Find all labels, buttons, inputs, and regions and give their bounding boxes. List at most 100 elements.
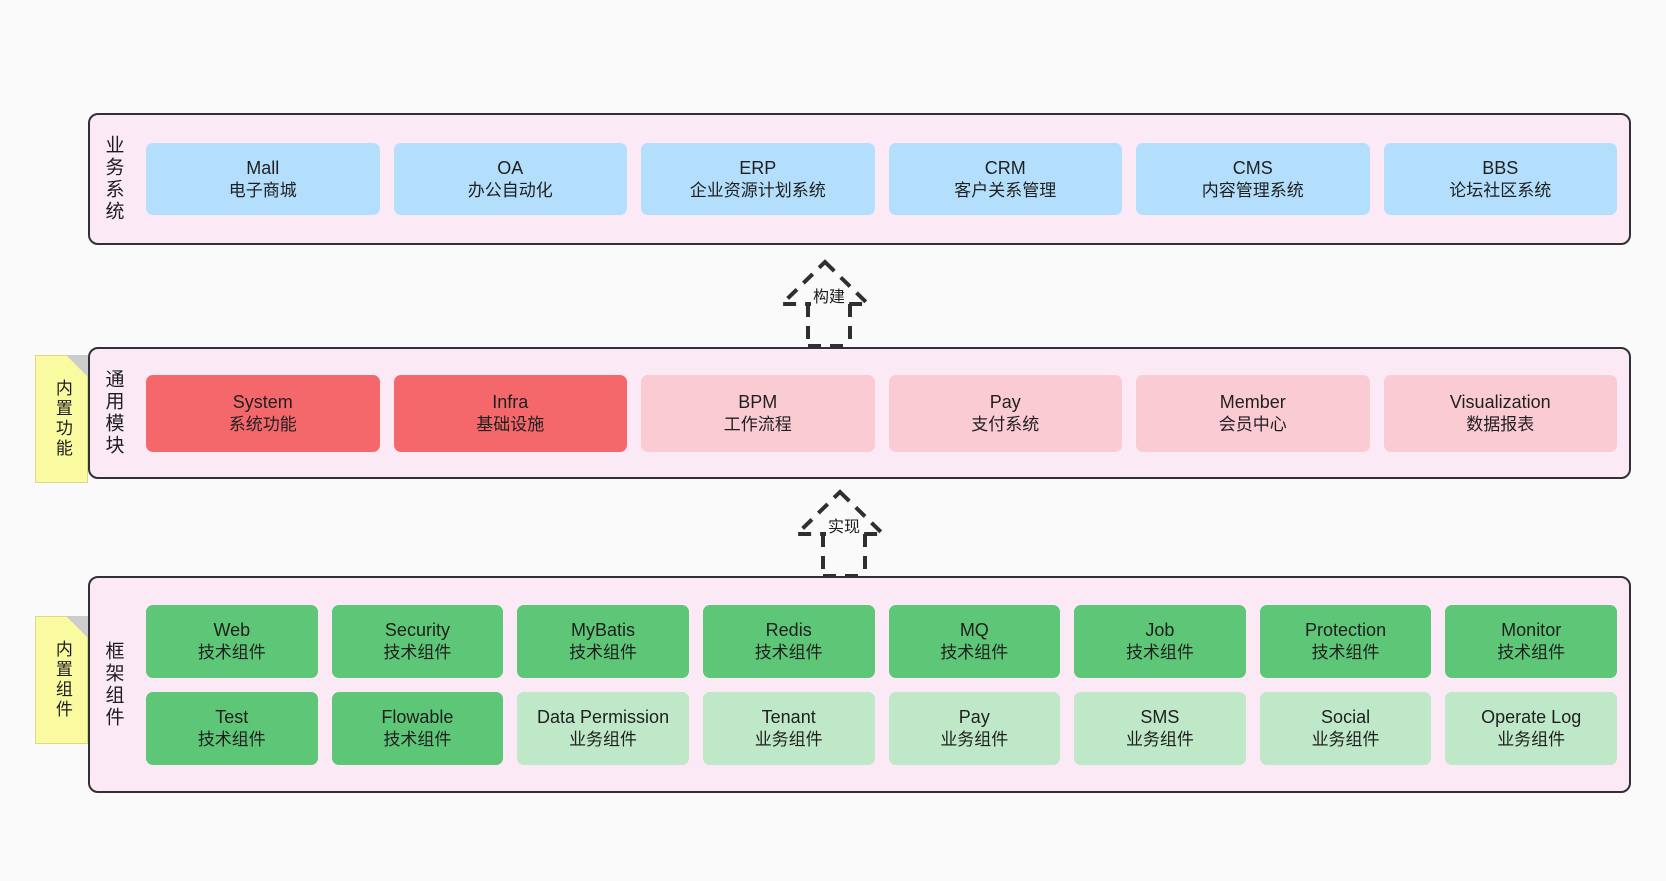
layer-label-framework-components: 框架组件	[102, 640, 124, 729]
card-row: Web 技术组件 Security 技术组件 MyBatis 技术组件 Redi…	[146, 604, 1617, 678]
card-subtitle: 技术组件	[197, 729, 266, 749]
card-title: OA	[497, 157, 524, 178]
layer-label-business-systems: 业务系统	[102, 135, 124, 223]
card-tenant[interactable]: Tenant 业务组件	[702, 691, 875, 765]
card-subtitle: 客户关系管理	[954, 180, 1057, 200]
layer-body-business-systems: Mall 电子商城 OA 办公自动化 ERP 企业资源计划系统 CRM 客户关系…	[134, 115, 1629, 243]
card-erp[interactable]: ERP 企业资源计划系统	[641, 143, 875, 215]
note-builtin-components: 内置组件	[35, 616, 88, 744]
card-member[interactable]: Member 会员中心	[1136, 374, 1370, 452]
card-subtitle: 数据报表	[1466, 414, 1535, 434]
card-subtitle: 电子商城	[228, 180, 297, 200]
layer-body-common-modules: System 系统功能 Infra 基础设施 BPM 工作流程 Pay 支付系统…	[134, 349, 1629, 477]
card-flowable[interactable]: Flowable 技术组件	[331, 691, 504, 765]
card-system[interactable]: System 系统功能	[146, 374, 380, 452]
card-redis[interactable]: Redis 技术组件	[702, 604, 875, 678]
card-subtitle: 业务组件	[940, 729, 1009, 749]
generalization-arrow-icon	[777, 259, 873, 348]
card-mq[interactable]: MQ 技术组件	[888, 604, 1061, 678]
card-title: Data Permission	[537, 706, 670, 727]
layer-framework-components: 框架组件 Web 技术组件 Security 技术组件 MyBatis 技术组件…	[88, 576, 1631, 793]
card-pay-module[interactable]: Pay 支付系统	[888, 374, 1122, 452]
card-subtitle: 技术组件	[940, 642, 1009, 662]
card-mybatis[interactable]: MyBatis 技术组件	[517, 604, 689, 678]
card-subtitle: 企业资源计划系统	[689, 180, 826, 200]
note-label: 内置组件	[52, 640, 72, 720]
card-subtitle: 基础设施	[476, 414, 545, 434]
card-row: Test 技术组件 Flowable 技术组件 Data Permission …	[146, 691, 1617, 765]
card-sms[interactable]: SMS 业务组件	[1074, 691, 1246, 765]
card-oa[interactable]: OA 办公自动化	[393, 143, 627, 215]
card-title: SMS	[1140, 706, 1180, 727]
note-label: 内置功能	[52, 379, 72, 459]
card-subtitle: 会员中心	[1218, 414, 1287, 434]
layer-label-common-modules: 通用模块	[102, 369, 124, 457]
layer-business-systems: 业务系统 Mall 电子商城 OA 办公自动化 ERP 企业资源计划系统 CRM…	[88, 113, 1631, 245]
card-row: Mall 电子商城 OA 办公自动化 ERP 企业资源计划系统 CRM 客户关系…	[146, 143, 1617, 215]
card-job[interactable]: Job 技术组件	[1074, 604, 1246, 678]
connector-label-implement: 实现	[826, 519, 863, 536]
layer-common-modules: 通用模块 System 系统功能 Infra 基础设施 BPM 工作流程 Pay…	[88, 347, 1631, 479]
card-title: MyBatis	[571, 619, 636, 640]
card-subtitle: 业务组件	[569, 729, 638, 749]
card-subtitle: 系统功能	[228, 414, 297, 434]
card-subtitle: 技术组件	[1125, 642, 1194, 662]
card-title: Member	[1219, 391, 1286, 412]
card-subtitle: 业务组件	[1497, 729, 1566, 749]
card-title: CMS	[1232, 157, 1273, 178]
card-subtitle: 技术组件	[1311, 642, 1380, 662]
card-social[interactable]: Social 业务组件	[1259, 691, 1432, 765]
card-data-permission[interactable]: Data Permission 业务组件	[517, 691, 689, 765]
card-monitor[interactable]: Monitor 技术组件	[1445, 604, 1617, 678]
card-subtitle: 技术组件	[1497, 642, 1566, 662]
card-bbs[interactable]: BBS 论坛社区系统	[1383, 143, 1617, 215]
card-subtitle: 技术组件	[383, 642, 452, 662]
card-title: Pay	[989, 391, 1021, 412]
card-title: MQ	[959, 619, 989, 640]
card-bpm[interactable]: BPM 工作流程	[641, 374, 875, 452]
card-subtitle: 办公自动化	[467, 180, 553, 200]
card-subtitle: 业务组件	[754, 729, 823, 749]
card-title: Test	[215, 706, 249, 727]
card-crm[interactable]: CRM 客户关系管理	[888, 143, 1122, 215]
card-infra[interactable]: Infra 基础设施	[393, 374, 627, 452]
card-title: Social	[1321, 706, 1371, 727]
card-title: Tenant	[761, 706, 816, 727]
card-pay-component[interactable]: Pay 业务组件	[888, 691, 1061, 765]
card-protection[interactable]: Protection 技术组件	[1259, 604, 1432, 678]
card-title: Web	[213, 619, 251, 640]
card-title: BPM	[738, 391, 778, 412]
card-title: Job	[1145, 619, 1175, 640]
note-builtin-functions: 内置功能	[35, 355, 88, 483]
connector-build: 构建	[742, 252, 942, 348]
card-title: Redis	[765, 619, 812, 640]
card-title: Protection	[1305, 619, 1387, 640]
card-operate-log[interactable]: Operate Log 业务组件	[1445, 691, 1617, 765]
card-title: Flowable	[381, 706, 454, 727]
card-subtitle: 支付系统	[971, 414, 1040, 434]
card-subtitle: 业务组件	[1125, 729, 1194, 749]
card-security[interactable]: Security 技术组件	[331, 604, 504, 678]
card-subtitle: 论坛社区系统	[1449, 180, 1552, 200]
card-mall[interactable]: Mall 电子商城	[146, 143, 380, 215]
connector-implement: 实现	[757, 482, 957, 578]
layer-body-framework-components: Web 技术组件 Security 技术组件 MyBatis 技术组件 Redi…	[134, 578, 1629, 791]
card-subtitle: 技术组件	[569, 642, 638, 662]
card-title: Infra	[492, 391, 529, 412]
card-title: Operate Log	[1481, 706, 1582, 727]
card-title: Security	[384, 619, 450, 640]
card-row: System 系统功能 Infra 基础设施 BPM 工作流程 Pay 支付系统…	[146, 374, 1617, 452]
card-title: ERP	[739, 157, 777, 178]
card-test[interactable]: Test 技术组件	[146, 691, 318, 765]
card-subtitle: 业务组件	[1311, 729, 1380, 749]
card-subtitle: 技术组件	[754, 642, 823, 662]
connector-label-build: 构建	[811, 289, 848, 306]
card-title: BBS	[1482, 157, 1519, 178]
card-visualization[interactable]: Visualization 数据报表	[1383, 374, 1617, 452]
card-cms[interactable]: CMS 内容管理系统	[1136, 143, 1370, 215]
card-subtitle: 内容管理系统	[1201, 180, 1304, 200]
card-subtitle: 技术组件	[383, 729, 452, 749]
card-title: Mall	[246, 157, 280, 178]
card-web[interactable]: Web 技术组件	[146, 604, 318, 678]
